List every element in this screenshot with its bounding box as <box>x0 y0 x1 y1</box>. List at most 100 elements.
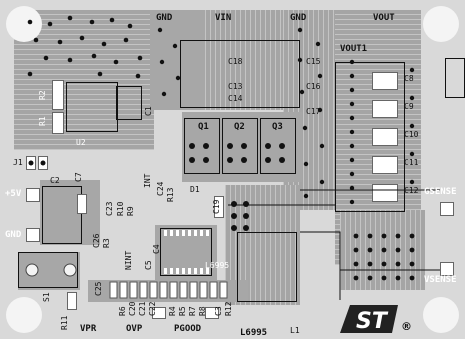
r1-pad <box>52 112 64 134</box>
via <box>101 41 107 47</box>
ic-pin <box>206 230 209 236</box>
vpr-pad <box>67 292 77 310</box>
gnd-left-label: GND <box>5 230 22 240</box>
via <box>127 23 133 29</box>
c16-label: C16 <box>306 82 321 91</box>
via <box>172 43 178 49</box>
via <box>97 71 103 77</box>
pgood-pad <box>205 307 219 319</box>
via <box>349 143 355 149</box>
via <box>349 101 355 107</box>
via <box>349 115 355 121</box>
via <box>317 73 323 79</box>
via <box>381 261 387 267</box>
ic-pin <box>188 230 191 236</box>
via <box>317 107 323 113</box>
mosfet-pad <box>227 157 233 163</box>
vin-copper-plane <box>205 10 283 110</box>
c1-outline <box>116 86 142 120</box>
via <box>409 123 415 129</box>
via <box>409 275 415 281</box>
q3-outline <box>260 118 296 174</box>
via <box>175 75 181 81</box>
smd-pad <box>189 281 198 299</box>
q3-label: Q3 <box>272 122 283 132</box>
c7-pad <box>77 194 87 214</box>
ic-pin <box>188 268 191 274</box>
c12-pad <box>372 184 398 202</box>
gnd-copper-plane-top <box>150 10 205 110</box>
l1-outline <box>237 232 297 302</box>
ic-pin <box>182 268 185 274</box>
via <box>159 59 165 65</box>
via <box>89 19 95 25</box>
smd-pad <box>169 281 178 299</box>
via <box>381 247 387 253</box>
u1-label: L6995 <box>205 261 230 270</box>
ic-pin <box>206 268 209 274</box>
via <box>349 87 355 93</box>
mosfet-pad <box>279 143 285 149</box>
via <box>27 71 33 77</box>
mosfet-pad <box>265 157 271 163</box>
gnd-top-mid-label: GND <box>290 13 307 23</box>
mounting-hole-bottom-right <box>423 297 459 333</box>
c9-pad <box>372 100 398 118</box>
smd-pad <box>209 281 218 299</box>
ic-pin <box>194 230 197 236</box>
q1-label: Q1 <box>198 122 209 132</box>
via <box>113 59 119 65</box>
q1-outline <box>184 118 220 174</box>
via <box>409 233 415 239</box>
left-gnd-plane <box>40 180 100 245</box>
via <box>367 247 373 253</box>
via <box>349 59 355 65</box>
via <box>161 91 167 97</box>
via <box>297 27 303 33</box>
c12-label: C12 <box>404 186 419 195</box>
via <box>409 95 415 101</box>
via <box>319 143 325 149</box>
via <box>67 57 73 63</box>
j1-label: J1 <box>13 158 23 167</box>
plus5v-label: +5V <box>5 189 22 199</box>
smd-pad <box>139 281 148 299</box>
ic-pin <box>176 230 179 236</box>
smd-pad <box>179 281 188 299</box>
gsense-pad <box>440 202 454 216</box>
via <box>231 225 237 231</box>
via <box>67 15 73 21</box>
capacitor-bank-vin <box>180 40 300 108</box>
c2-label: C2 <box>50 176 60 185</box>
via <box>409 261 415 267</box>
via <box>349 73 355 79</box>
via <box>303 161 309 167</box>
via <box>395 233 401 239</box>
via <box>395 275 401 281</box>
vout-label: VOUT <box>373 13 395 23</box>
vsense-label: VSENSE <box>424 275 457 285</box>
via <box>381 275 387 281</box>
smd-pad <box>109 281 118 299</box>
q2-outline <box>222 118 258 174</box>
via <box>349 129 355 135</box>
vout1-label: VOUT1 <box>340 44 368 54</box>
via <box>353 233 359 239</box>
via <box>243 213 249 219</box>
switch-pad <box>25 263 39 277</box>
ovp-pad <box>152 307 166 319</box>
mounting-hole-top-right <box>423 6 459 42</box>
l6995-label: L6995 <box>240 328 268 338</box>
s1-outline <box>18 252 78 288</box>
plus5v-pad <box>26 188 40 202</box>
via <box>79 35 85 41</box>
ic-pin <box>170 230 173 236</box>
ic-pin <box>164 268 167 274</box>
via <box>57 39 63 45</box>
u2-outline <box>66 82 118 132</box>
pgood-label: PGOOD <box>174 324 202 334</box>
trace <box>300 231 341 300</box>
